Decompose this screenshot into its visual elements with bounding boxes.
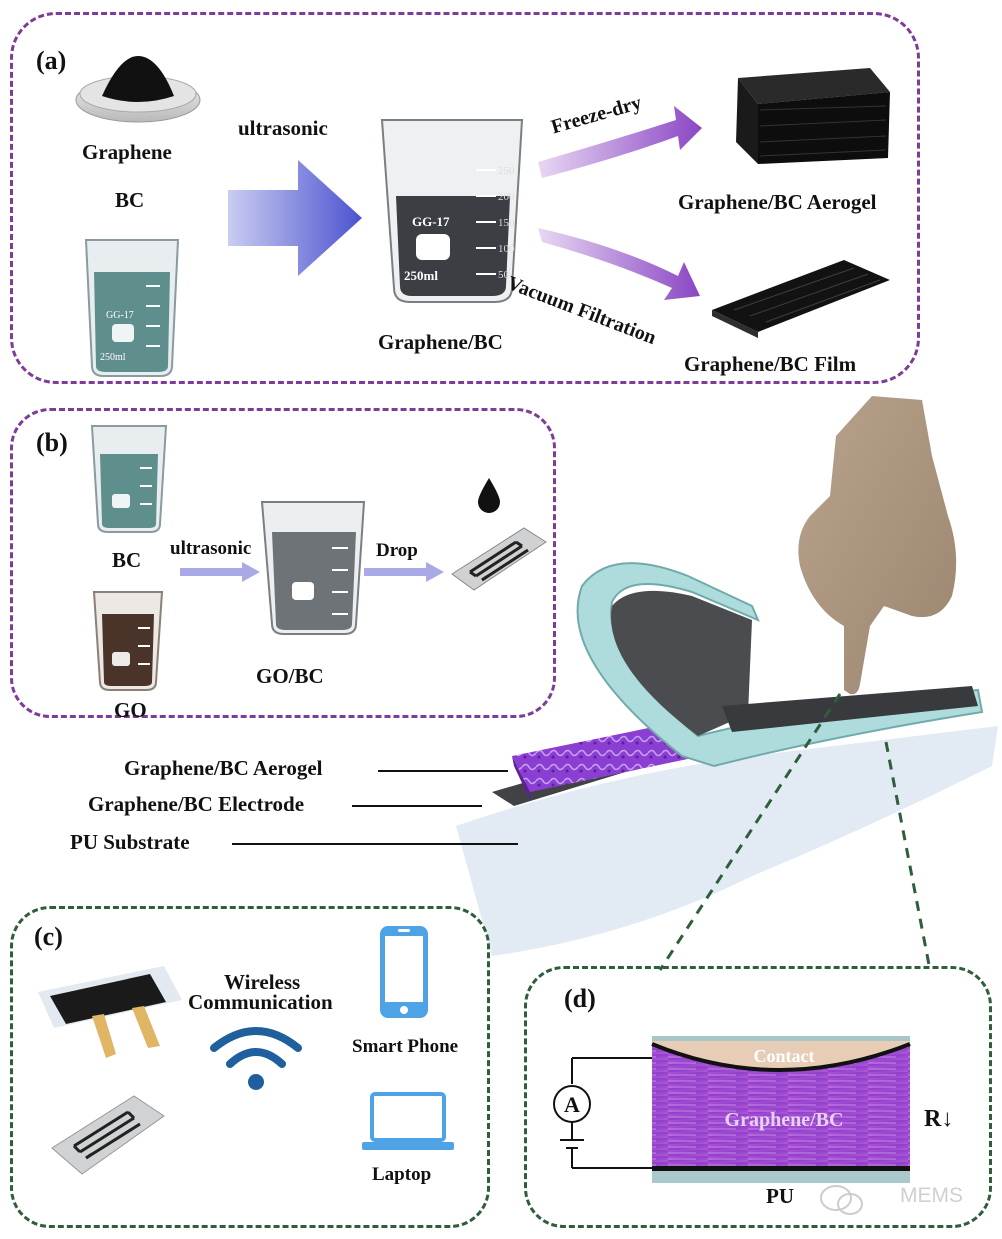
smart-phone-label: Smart Phone xyxy=(352,1036,459,1057)
ultrasonic-arrow-b xyxy=(180,562,260,582)
contact-label: Contact xyxy=(754,1046,815,1066)
beaker-tick-200: 200 xyxy=(498,191,515,203)
panel-c xyxy=(10,906,490,1228)
graphene-bc-beaker-volume: 250ml xyxy=(404,268,438,283)
aerogel-label: Graphene/BC Aerogel xyxy=(678,190,877,214)
bc-beaker-brand: GG-17 xyxy=(106,310,134,321)
layer-aerogel-label: Graphene/BC Aerogel xyxy=(124,756,323,780)
graphene-bc-film-image xyxy=(712,260,890,338)
interdigital-electrode-b xyxy=(451,527,547,591)
interdigital-electrode-c xyxy=(51,1095,165,1175)
beaker-tick-50: 50 xyxy=(498,269,510,281)
cross-section-diagram: A Contact Graphene/BC xyxy=(553,1036,911,1183)
beaker-tick-100: 100 xyxy=(498,243,515,255)
panel-b-tag: (b) xyxy=(36,428,68,457)
layer-electrode-line xyxy=(352,805,482,807)
panel-a xyxy=(10,12,920,384)
panel-b xyxy=(10,408,556,718)
ultrasonic-label-b: ultrasonic xyxy=(170,538,252,559)
pu-label: PU xyxy=(766,1184,794,1208)
layer-aerogel-line xyxy=(378,770,508,772)
watermark-text: MEMS xyxy=(900,1184,963,1207)
panel-d-tag: (d) xyxy=(564,984,596,1013)
smart-phone-icon[interactable] xyxy=(378,924,430,1020)
wireless-label: Wireless xyxy=(224,970,301,994)
zoom-connector-lines xyxy=(658,693,932,971)
panel-d xyxy=(524,966,992,1228)
beaker-tick-250: 250 xyxy=(498,165,515,177)
bc-beaker: GG-17 250ml xyxy=(84,239,180,377)
graphene-bc-label: Graphene/BC xyxy=(378,330,503,354)
laptop-label: Laptop xyxy=(372,1164,432,1185)
laptop-icon[interactable] xyxy=(360,1090,456,1154)
graphene-label: Graphene xyxy=(82,140,172,164)
drop-arrow xyxy=(364,562,444,582)
layer-electrode-label: Graphene/BC Electrode xyxy=(88,792,305,816)
graphene-bc-beaker-brand: GG-17 xyxy=(412,214,450,229)
graphene-bc-beaker: GG-17 250ml 250 200 150 100 50 xyxy=(380,119,524,303)
resistance-decrease-label: R↓ xyxy=(924,1106,954,1132)
ultrasonic-arrow xyxy=(228,160,362,276)
go-label: GO xyxy=(114,698,147,722)
beaker-tick-150: 150 xyxy=(498,217,515,229)
process-arrows xyxy=(538,106,702,300)
go-bc-label: GO/BC xyxy=(256,664,324,688)
panel-a-tag: (a) xyxy=(36,46,67,75)
layer-substrate-label: PU Substrate xyxy=(70,830,190,854)
sensor-illustration xyxy=(456,396,998,956)
wifi-icon xyxy=(210,1027,302,1090)
communication-label: Communication xyxy=(188,990,333,1014)
layer-substrate-line xyxy=(232,843,518,845)
go-beaker xyxy=(92,591,164,691)
sensor-strip-icon xyxy=(38,966,182,1058)
panel-c-tag: (c) xyxy=(34,922,63,951)
go-bc-beaker xyxy=(260,501,366,635)
wechat-logo-icon xyxy=(820,1185,863,1215)
material-label: Graphene/BC xyxy=(725,1109,844,1131)
bc-beaker-b xyxy=(90,425,168,533)
bc-label-b: BC xyxy=(112,548,142,572)
film-label: Graphene/BC Film xyxy=(684,352,857,376)
ultrasonic-label-a: ultrasonic xyxy=(238,116,328,140)
ammeter-symbol: A xyxy=(564,1092,580,1117)
graphene-bc-aerogel-image xyxy=(736,68,890,164)
drop-label: Drop xyxy=(376,540,418,561)
graphene-powder-dish xyxy=(75,56,201,123)
bc-beaker-volume: 250ml xyxy=(100,352,126,363)
bc-label: BC xyxy=(115,188,145,212)
droplet-icon xyxy=(478,478,500,513)
